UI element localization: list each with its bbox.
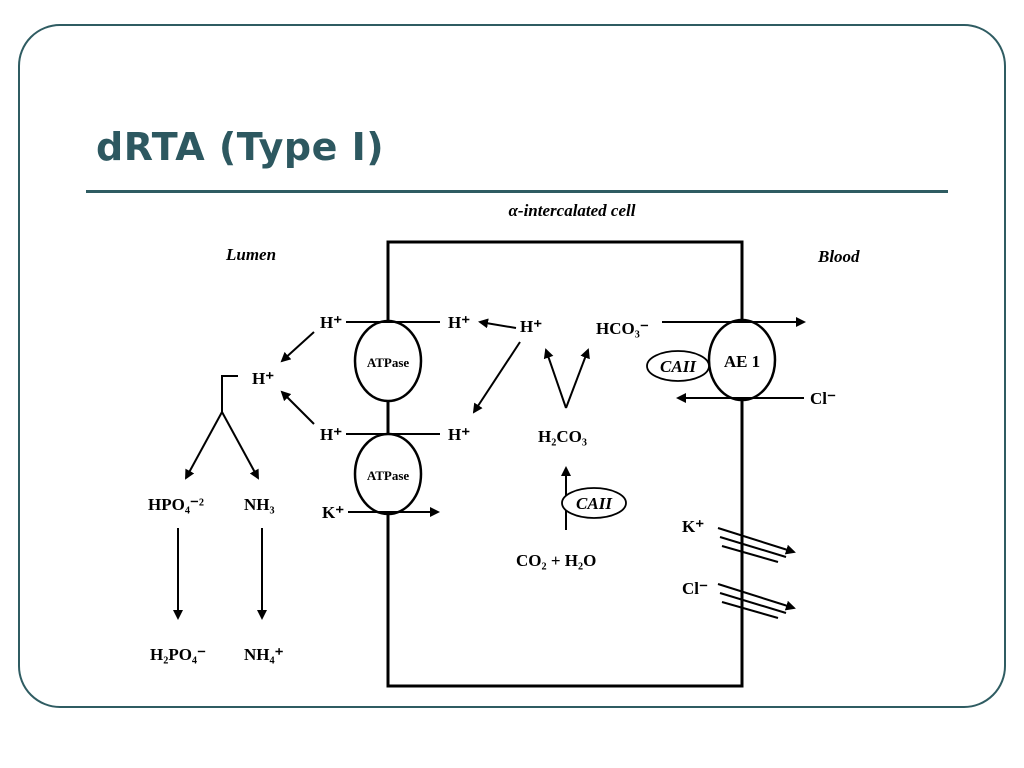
caii-cytoplasm-ellipse xyxy=(561,487,627,519)
slide-frame xyxy=(18,24,1006,708)
ae1-label: AE 1 xyxy=(724,352,760,371)
h-ion-lumen-bottom: H⁺ xyxy=(320,425,342,444)
h2co3-label: H₂CO₃ xyxy=(538,427,587,446)
h-arrow-to-bottom-pump xyxy=(472,341,521,414)
atpase-top-label: ATPase xyxy=(367,355,410,370)
title-divider xyxy=(86,190,948,193)
cl-ion-basolateral: Cl⁻ xyxy=(682,579,708,598)
cell-label: α-intercalated cell xyxy=(509,201,636,220)
k-channel-line-1 xyxy=(717,527,796,555)
cl-channel-line-1 xyxy=(717,583,796,611)
caii-membrane-label: CAII xyxy=(660,357,697,376)
nh3-label: NH₃ xyxy=(244,495,275,514)
lumen-label: Lumen xyxy=(225,245,276,264)
hpo4-label: HPO₄⁻² xyxy=(148,495,204,514)
cl-channel-line-2 xyxy=(719,592,787,614)
cl-channel-line-3 xyxy=(721,601,779,619)
k-channel-line-2 xyxy=(719,536,787,558)
h2co3-to-h-arrow xyxy=(543,348,567,409)
h-ion-cell-bottom: H⁺ xyxy=(448,425,470,444)
h-arrow-lumen-top xyxy=(280,331,315,363)
h-arrow-to-top-pump xyxy=(478,318,517,329)
h2co3-to-hco3-arrow xyxy=(565,348,590,409)
nh4-label: NH₄⁺ xyxy=(244,645,284,664)
k-ion-lumen: K⁺ xyxy=(322,503,344,522)
h-ion-lumen-top: H⁺ xyxy=(320,313,342,332)
cl-ion-blood: Cl⁻ xyxy=(810,389,836,408)
hco3-label: HCO₃⁻ xyxy=(596,319,649,338)
caii-cytoplasm-label: CAII xyxy=(576,494,613,513)
atpase-bottom-label: ATPase xyxy=(367,468,410,483)
k-channel-line-3 xyxy=(721,545,779,563)
blood-label: Blood xyxy=(817,247,860,266)
buffer-branch-stem xyxy=(221,375,238,412)
ae1-exchanger xyxy=(707,318,777,402)
h2po4-label: H₂PO₄⁻ xyxy=(150,645,206,664)
slide-title: dRTA (Type I) xyxy=(96,125,385,169)
cell-membrane xyxy=(386,240,744,688)
h-arrow-lumen-bottom xyxy=(280,390,315,425)
buffer-arrow-phosphate xyxy=(185,411,223,480)
co2-h2o-label: CO₂ + H₂O xyxy=(516,551,596,570)
caii-membrane-ellipse xyxy=(646,350,710,382)
h-ion-cell-top: H⁺ xyxy=(448,313,470,332)
h-ion-cytoplasm: H⁺ xyxy=(520,317,542,336)
buffer-arrow-ammonia xyxy=(221,411,259,480)
h-ion-lumen-center: H⁺ xyxy=(252,369,274,388)
k-ion-basolateral: K⁺ xyxy=(682,517,704,536)
